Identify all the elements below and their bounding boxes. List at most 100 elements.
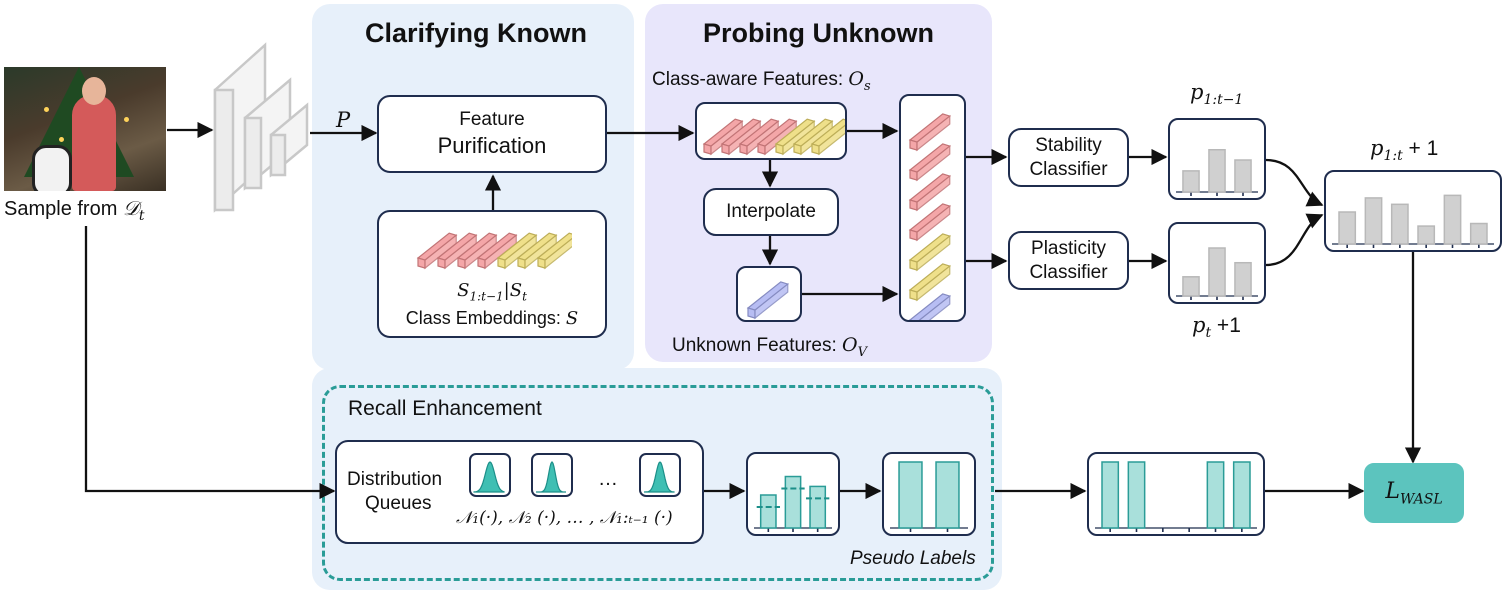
chart-bar: [935, 461, 960, 529]
interpolate-text: Interpolate: [726, 201, 816, 223]
unknown-features-label: Unknown Features: OV: [672, 334, 867, 360]
chart-bar: [759, 494, 777, 529]
chart-bar: [1208, 149, 1226, 193]
distribution-gaussian-icons: [469, 453, 681, 497]
feature-purification-node: Feature Purification: [377, 95, 607, 173]
input-sample-image: [4, 67, 166, 191]
chart-bar: [1417, 225, 1436, 245]
recall-score-bars: [754, 475, 832, 532]
class-aware-token: [720, 118, 762, 156]
dist-line2: Queues: [365, 493, 432, 514]
wasl-loss-node: LWASL: [1364, 463, 1464, 523]
unknown-token: [746, 281, 790, 320]
interpolate-node: Interpolate: [703, 188, 839, 236]
chart-bar: [898, 461, 923, 529]
p-top: p: [1190, 80, 1204, 104]
embedding-token: [436, 232, 478, 270]
p-bottom-suffix: +1: [1211, 314, 1241, 337]
s-sep: |S: [503, 279, 523, 301]
concat-token: [908, 203, 952, 242]
merged-prediction-bars: [1332, 194, 1494, 248]
p-merged: p: [1370, 136, 1384, 160]
plasticity-prediction-bars: [1176, 247, 1258, 300]
backbone-encoder: [213, 42, 309, 213]
chart-bar: [784, 475, 802, 529]
input-caption-prefix: Sample from: [4, 198, 123, 220]
p-bottom: p: [1192, 313, 1206, 337]
class-aware-token: [702, 118, 744, 156]
class-aware-token: [774, 118, 816, 156]
class-embeddings-math: S: [565, 307, 579, 329]
class-aware-sub: s: [863, 78, 871, 94]
concatenated-feature-tokens: [908, 113, 952, 320]
feature-purification-line2: Purification: [437, 133, 547, 159]
class-embeddings-node: S1:t−1|St Class Embeddings: S: [377, 210, 607, 338]
loss-text: LWASL: [1385, 477, 1442, 509]
concat-token: [908, 113, 952, 152]
p-bottom-label: pt +1: [1192, 313, 1241, 341]
dist-line1: Distribution: [347, 469, 443, 491]
gaussian-queue-icon: [639, 453, 681, 497]
unknown-sub: V: [857, 344, 867, 360]
unknown-math: O: [842, 334, 858, 356]
loss-sub: WASL: [1399, 491, 1443, 508]
class-aware-tokens: [702, 118, 845, 156]
embedding-token: [456, 232, 498, 270]
probing-unknown-title: Probing Unknown: [703, 18, 934, 48]
unknown-feature-token: [746, 281, 790, 320]
class-embedding-tokens: [416, 232, 572, 270]
class-aware-token: [810, 118, 845, 156]
chart-bar: [1443, 194, 1462, 245]
pseudo-label-chart: [882, 452, 976, 536]
p-label: P: [336, 108, 351, 132]
p-bottom-sub: t: [1205, 325, 1212, 342]
ellipsis: …: [598, 468, 618, 490]
concat-token: [908, 173, 952, 212]
class-embeddings-text: Class Embeddings:: [405, 307, 566, 328]
embedding-token: [536, 232, 572, 270]
chart-bar: [1338, 211, 1357, 245]
chart-bar: [1206, 461, 1225, 529]
chart-bar: [1101, 461, 1120, 529]
chart-bar: [1364, 197, 1383, 245]
feature-purification-line1: Feature: [459, 109, 525, 131]
pseudo-label-bars: [890, 461, 968, 532]
stability-prediction-bars: [1176, 149, 1258, 196]
plasticity-classifier-node: Plasticity Classifier: [1008, 231, 1129, 290]
concat-token: [909, 293, 952, 320]
clarifying-known-title: Clarifying Known: [365, 18, 587, 48]
input-caption: Sample from 𝒟t: [4, 196, 145, 224]
class-aware-math: O: [848, 68, 864, 90]
p-merged-label: p1:t + 1: [1370, 136, 1438, 164]
embedding-token: [476, 232, 518, 270]
class-aware-text: Class-aware Features:: [652, 69, 849, 90]
recall-enhancement-title: Recall Enhancement: [348, 397, 542, 420]
chart-bar: [1208, 247, 1226, 297]
loss-l: L: [1385, 479, 1400, 505]
s-sub2: t: [522, 289, 527, 304]
chart-bar: [809, 485, 827, 529]
final-target-bars: [1095, 461, 1257, 532]
p-merged-suffix: + 1: [1402, 137, 1439, 160]
chart-bar: [1182, 276, 1200, 297]
p-top-sub: 1:t−1: [1203, 92, 1244, 109]
embedding-token: [516, 232, 558, 270]
unknown-features-text: Unknown Features:: [672, 335, 843, 356]
s-split-label: S1:t−1|St: [457, 279, 527, 305]
concat-token: [908, 263, 952, 302]
concat-token: [908, 143, 952, 182]
chart-bar: [1232, 461, 1251, 529]
chart-bar: [1127, 461, 1146, 529]
input-caption-sub: t: [138, 208, 145, 224]
plasticity-line2: Classifier: [1029, 261, 1108, 283]
concat-token: [908, 233, 952, 272]
gaussian-queue-icon: [469, 453, 511, 497]
distribution-formula: 𝒩₁(·), 𝒩₂ (·), … , 𝒩₁:ₜ₋₁ (·): [456, 508, 673, 528]
s-sub1: 1:t−1: [469, 289, 504, 304]
plasticity-line1: Plasticity: [1031, 237, 1106, 259]
p-merged-sub: 1:t: [1383, 148, 1403, 165]
gaussian-queue-icon: [531, 453, 573, 497]
stability-line1: Stability: [1035, 134, 1102, 156]
p-top-label: p1:t−1: [1190, 80, 1243, 108]
